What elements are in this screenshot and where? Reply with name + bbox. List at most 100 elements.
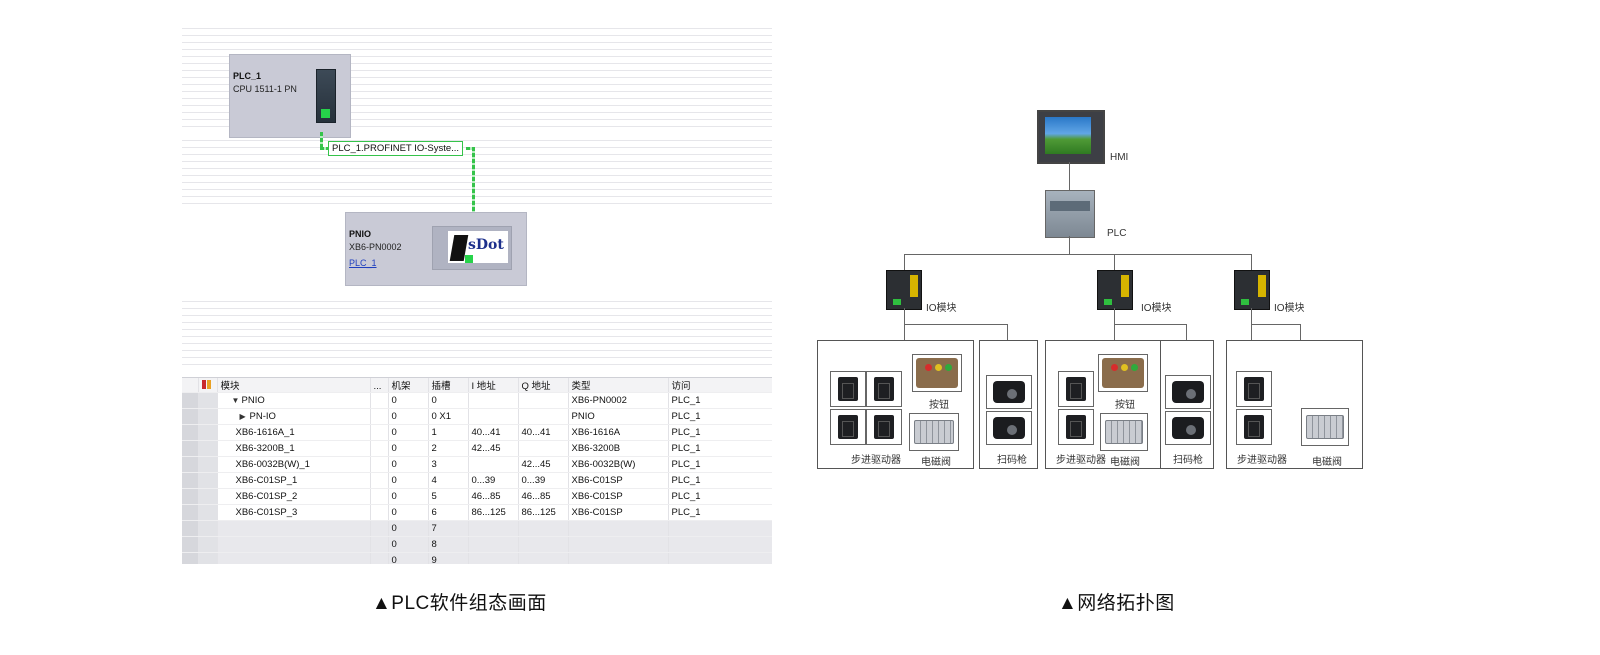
cell-module[interactable]: ▼PNIO <box>217 392 371 409</box>
cell-type[interactable]: XB6-0032B(W) <box>568 456 669 473</box>
cell-module[interactable] <box>217 536 371 553</box>
cell-rack[interactable]: 0 <box>388 552 429 564</box>
cell-module[interactable]: XB6-C01SP_2 <box>217 488 371 505</box>
cell-access[interactable] <box>668 552 772 564</box>
cell-i-address[interactable]: 40...41 <box>468 424 519 441</box>
cell-i-address[interactable] <box>468 456 519 473</box>
cell-type[interactable]: XB6-1616A <box>568 424 669 441</box>
col-header-slot[interactable]: 插槽 <box>428 378 469 393</box>
cell-access[interactable]: PLC_1 <box>668 440 772 457</box>
cell-slot[interactable]: 6 <box>428 504 469 521</box>
col-header-more[interactable]: ... <box>370 378 389 393</box>
cell-type[interactable]: PNIO <box>568 408 669 425</box>
pnio-device[interactable]: PNIO XB6-PN0002 PLC_1 sDot <box>345 212 527 286</box>
cell-access[interactable]: PLC_1 <box>668 392 772 409</box>
cell-module[interactable]: XB6-1616A_1 <box>217 424 371 441</box>
col-header-access[interactable]: 访问 <box>668 378 772 393</box>
cell-module[interactable]: ▶PN-IO <box>217 408 371 425</box>
cell-access[interactable] <box>668 536 772 553</box>
network-canvas[interactable]: PLC_1 CPU 1511-1 PN PLC_1.PROFINET IO-Sy… <box>182 22 772 377</box>
cell-i-address[interactable]: 46...85 <box>468 488 519 505</box>
cell-rack[interactable]: 0 <box>388 536 429 553</box>
cell-type[interactable]: XB6-3200B <box>568 440 669 457</box>
cell-q-address[interactable]: 42...45 <box>518 456 569 473</box>
cell-q-address[interactable] <box>518 552 569 564</box>
cell-q-address[interactable]: 86...125 <box>518 504 569 521</box>
cell-i-address[interactable] <box>468 536 519 553</box>
cell-slot[interactable]: 9 <box>428 552 469 564</box>
cell-slot[interactable]: 0 <box>428 392 469 409</box>
profinet-line[interactable] <box>472 147 475 259</box>
cell-rack[interactable]: 0 <box>388 424 429 441</box>
port-led-icon[interactable] <box>321 109 330 118</box>
cell-module[interactable] <box>217 552 371 564</box>
cell-i-address[interactable] <box>468 552 519 564</box>
col-header-i-address[interactable]: I 地址 <box>468 378 519 393</box>
plc-device[interactable]: PLC_1 CPU 1511-1 PN <box>229 54 351 138</box>
pnio-plc-link[interactable]: PLC_1 <box>349 258 377 268</box>
pnio-module-image[interactable]: sDot <box>432 226 512 270</box>
cell-module[interactable]: XB6-C01SP_1 <box>217 472 371 489</box>
cell-i-address[interactable] <box>468 392 519 409</box>
cell-slot[interactable]: 5 <box>428 488 469 505</box>
expand-arrow-icon[interactable]: ▶ <box>239 412 246 421</box>
cell-access[interactable]: PLC_1 <box>668 424 772 441</box>
cell-q-address[interactable] <box>518 536 569 553</box>
cell-slot[interactable]: 8 <box>428 536 469 553</box>
col-header-q-address[interactable]: Q 地址 <box>518 378 569 393</box>
cell-rack[interactable]: 0 <box>388 408 429 425</box>
cell-access[interactable]: PLC_1 <box>668 456 772 473</box>
cell-q-address[interactable] <box>518 392 569 409</box>
cell-rack[interactable]: 0 <box>388 456 429 473</box>
cpu-module-icon[interactable] <box>316 69 336 123</box>
cell-rack[interactable]: 0 <box>388 472 429 489</box>
cell-slot[interactable]: 4 <box>428 472 469 489</box>
cell-slot[interactable]: 2 <box>428 440 469 457</box>
collapse-arrow-icon[interactable]: ▼ <box>231 396 240 405</box>
cell-access[interactable]: PLC_1 <box>668 504 772 521</box>
cell-type[interactable]: XB6-C01SP <box>568 472 669 489</box>
cell-access[interactable]: PLC_1 <box>668 408 772 425</box>
cell-q-address[interactable]: 46...85 <box>518 488 569 505</box>
cell-rack[interactable]: 0 <box>388 392 429 409</box>
cell-module[interactable]: XB6-3200B_1 <box>217 440 371 457</box>
cell-q-address[interactable]: 0...39 <box>518 472 569 489</box>
cell-access[interactable]: PLC_1 <box>668 472 772 489</box>
cell-type[interactable]: XB6-C01SP <box>568 488 669 505</box>
cell-q-address[interactable] <box>518 520 569 537</box>
io-system-label[interactable]: PLC_1.PROFINET IO-Syste... <box>328 141 464 156</box>
cell-rack[interactable]: 0 <box>388 440 429 457</box>
cell-module[interactable]: XB6-C01SP_3 <box>217 504 371 521</box>
cell-i-address[interactable]: 86...125 <box>468 504 519 521</box>
col-header-type[interactable]: 类型 <box>568 378 669 393</box>
cell-module[interactable] <box>217 520 371 537</box>
cell-type[interactable] <box>568 536 669 553</box>
cell-type[interactable]: XB6-PN0002 <box>568 392 669 409</box>
cell-q-address[interactable] <box>518 408 569 425</box>
port-led-icon[interactable] <box>465 255 473 263</box>
cell-access[interactable]: PLC_1 <box>668 488 772 505</box>
cell-module[interactable]: XB6-0032B(W)_1 <box>217 456 371 473</box>
profinet-line[interactable] <box>320 147 328 150</box>
cell-i-address[interactable] <box>468 408 519 425</box>
cell-i-address[interactable]: 42...45 <box>468 440 519 457</box>
cell-access[interactable] <box>668 520 772 537</box>
profinet-line[interactable] <box>466 147 475 150</box>
profinet-line[interactable] <box>320 132 323 150</box>
cell-i-address[interactable] <box>468 520 519 537</box>
cell-type[interactable] <box>568 552 669 564</box>
cell-slot[interactable]: 0 X1 <box>428 408 469 425</box>
col-header-rack[interactable]: 机架 <box>388 378 429 393</box>
cell-slot[interactable]: 3 <box>428 456 469 473</box>
cell-q-address[interactable]: 40...41 <box>518 424 569 441</box>
